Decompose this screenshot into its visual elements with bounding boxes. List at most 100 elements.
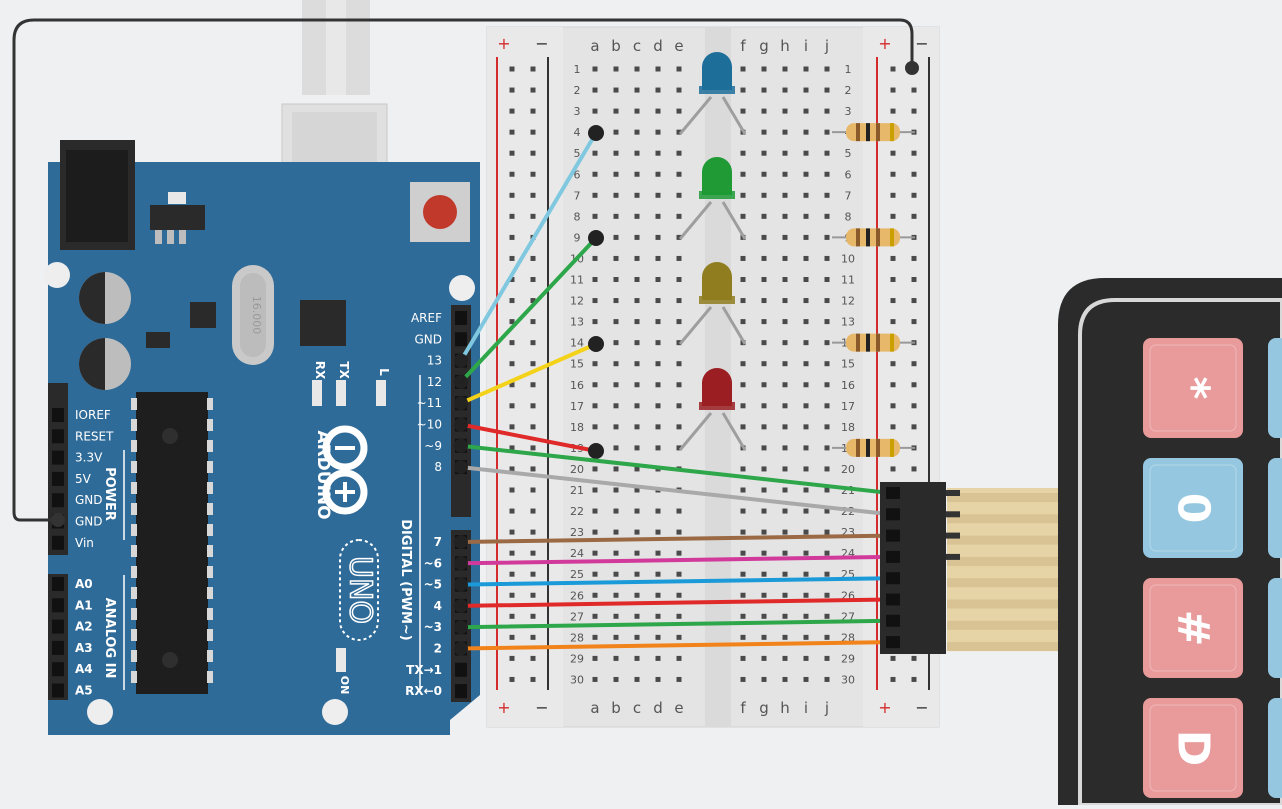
header-pin[interactable]	[52, 598, 64, 613]
row-label: 30	[570, 673, 584, 686]
header-pin[interactable]	[455, 332, 467, 347]
row-label: 21	[570, 484, 584, 497]
row-label: 17	[570, 400, 584, 413]
mount-hole	[44, 262, 70, 288]
pin-label: A0	[75, 577, 93, 591]
key-label: *	[1168, 376, 1219, 399]
keypad-key[interactable]: #	[1143, 578, 1243, 678]
pin-label: A2	[75, 620, 93, 634]
wire[interactable]	[459, 554, 892, 566]
wire[interactable]	[459, 443, 892, 495]
keypad-key[interactable]: *	[1143, 338, 1243, 438]
column-label: a	[590, 699, 599, 717]
pin-label: ~5	[424, 578, 442, 592]
column-label: b	[611, 699, 621, 717]
wire[interactable]	[459, 576, 892, 587]
wire[interactable]	[459, 618, 892, 630]
keypad[interactable]: * 0 # D	[947, 278, 1282, 807]
keypad-key[interactable]: 0	[1143, 458, 1243, 558]
row-label: 15	[570, 358, 584, 371]
column-label: h	[780, 699, 790, 717]
analog-header-title: ANALOG IN	[102, 598, 117, 679]
header-pin[interactable]	[52, 493, 64, 508]
pin-label: 7	[434, 535, 442, 549]
row-label: 1	[845, 63, 852, 76]
key-label: #	[1168, 610, 1219, 647]
arduino-logo	[322, 425, 368, 515]
header-pin[interactable]	[455, 684, 467, 699]
pin-label: 5V	[75, 472, 92, 486]
wire[interactable]	[459, 640, 892, 651]
wire[interactable]	[459, 533, 892, 544]
column-label: h	[780, 37, 790, 55]
row-label: 25	[570, 568, 584, 581]
arduino-board[interactable]: 16.000 RX TX L ARDUINO UNO ON POWER ANAL…	[44, 140, 480, 735]
row-label: 27	[570, 610, 584, 623]
pin-label: A4	[75, 662, 93, 676]
power-header-title: POWER	[102, 467, 117, 521]
row-label: 29	[570, 652, 584, 665]
column-label: d	[653, 37, 663, 55]
row-label: 12	[841, 295, 855, 308]
led-green[interactable]	[678, 157, 747, 240]
wire[interactable]	[459, 342, 598, 406]
header-pin[interactable]	[52, 640, 64, 655]
header-pin[interactable]	[52, 619, 64, 634]
keypad-key[interactable]: D	[1143, 698, 1243, 798]
header-pin[interactable]	[52, 408, 64, 422]
row-label: 11	[570, 274, 584, 287]
wires[interactable]	[12, 18, 919, 656]
pin-label: 12	[427, 375, 442, 389]
row-label: 7	[574, 189, 581, 202]
row-label: 22	[570, 505, 584, 518]
column-label: d	[653, 699, 663, 717]
wire-gnd[interactable]	[12, 18, 914, 522]
row-label: 16	[570, 379, 584, 392]
row-label: 13	[570, 316, 584, 329]
header-pin[interactable]	[455, 311, 467, 325]
led-red[interactable]	[678, 368, 747, 451]
pin-label: TX→1	[406, 663, 442, 677]
pin-label: GND	[414, 332, 442, 346]
pin-label: ~11	[417, 396, 442, 410]
column-label: a	[590, 37, 599, 55]
row-label: 15	[841, 358, 855, 371]
pin-label: 8	[434, 460, 442, 474]
header-pin[interactable]	[52, 429, 64, 444]
pin-label: 2	[434, 642, 442, 656]
led-l-label: L	[377, 368, 391, 376]
column-label: b	[611, 37, 621, 55]
wire[interactable]	[459, 236, 598, 384]
led-blue[interactable]	[678, 52, 747, 135]
header-pin[interactable]	[455, 662, 467, 677]
row-label: 17	[841, 400, 855, 413]
led-yellow[interactable]	[678, 262, 747, 345]
header-pin[interactable]	[52, 471, 64, 486]
pin-label: GND	[75, 515, 103, 529]
header-pin[interactable]	[52, 450, 64, 465]
rail-plus-label: +	[497, 698, 510, 717]
led-on-label: ON	[338, 676, 351, 695]
header-pin[interactable]	[52, 535, 64, 550]
header-pin[interactable]	[52, 662, 64, 677]
wire[interactable]	[459, 597, 892, 608]
pin-label: A5	[75, 684, 93, 698]
wire[interactable]	[459, 131, 598, 363]
rail-minus-label: −	[915, 698, 928, 717]
header-pin[interactable]	[52, 577, 64, 591]
key-label: 0	[1168, 493, 1219, 524]
column-label: c	[633, 37, 641, 55]
pin-label: RX←0	[405, 684, 442, 698]
header-pin[interactable]	[52, 683, 64, 698]
wire[interactable]	[459, 422, 598, 453]
resistors	[832, 123, 915, 457]
digital-header-title: DIGITAL (PWM~)	[398, 519, 413, 640]
column-label: j	[824, 699, 829, 717]
wire[interactable]	[459, 465, 892, 517]
column-label: f	[740, 699, 746, 717]
column-label: g	[759, 699, 769, 717]
led-tx-label: TX	[337, 361, 351, 379]
pin-label: AREF	[411, 311, 442, 325]
mount-hole	[449, 275, 475, 301]
